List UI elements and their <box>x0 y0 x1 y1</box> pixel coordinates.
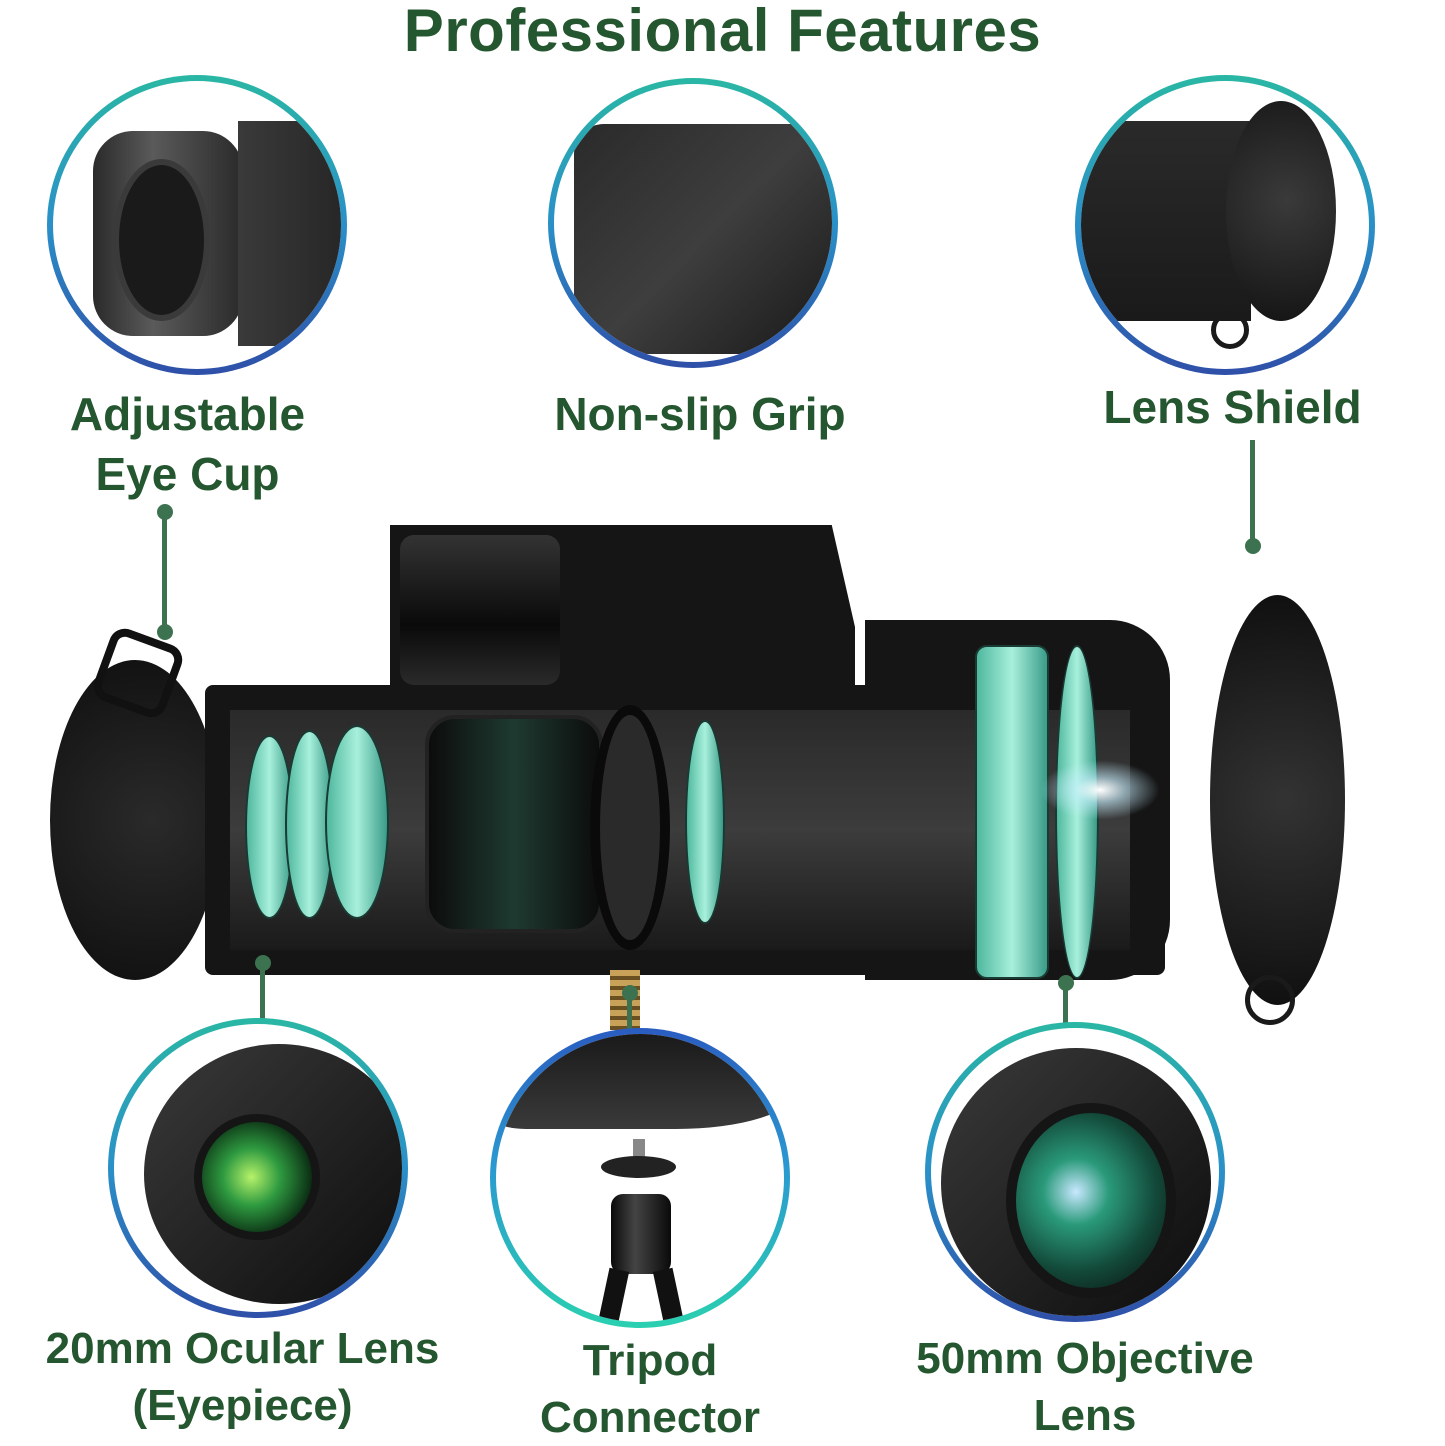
ocular-lens-3 <box>325 725 389 919</box>
grip-label: Non-slip Grip <box>554 388 846 440</box>
eyepiece-cap <box>50 660 220 980</box>
tripod-screw <box>633 1139 645 1159</box>
lens-shield-label: Lens Shield <box>1103 381 1362 433</box>
tripod-head <box>611 1194 671 1274</box>
ocular-lens <box>194 1114 320 1240</box>
objective-circle <box>925 1022 1225 1322</box>
tripod-circle <box>490 1028 790 1328</box>
ocular-pin-line <box>260 965 265 1025</box>
tripod-plate <box>601 1156 676 1178</box>
objective-cap <box>1210 595 1345 1005</box>
tripod-label: Tripod Connector <box>540 1336 760 1443</box>
lens-flare <box>1040 760 1160 820</box>
tripod-pin-line <box>627 995 632 1030</box>
tripod-scope-underside <box>496 1034 784 1129</box>
objective-pin-dot <box>1058 975 1074 991</box>
relay-ring <box>590 705 670 950</box>
objective-pin-line <box>1063 985 1068 1025</box>
lens-shield-tab <box>1211 311 1249 349</box>
middle-lens <box>685 720 725 924</box>
lens-shield-pin-line <box>1250 440 1255 550</box>
page-title: Professional Features <box>403 0 1042 64</box>
grip-circle <box>548 78 838 368</box>
eye-cup-circle <box>47 75 347 375</box>
tripod-pin-dot <box>622 985 638 1001</box>
ocular-lens-2 <box>285 730 334 919</box>
tripod-leg-left <box>592 1267 630 1322</box>
lens-shield-circle <box>1075 75 1375 375</box>
ocular-circle <box>108 1018 408 1318</box>
grip-image <box>574 124 832 354</box>
eye-cup-pin-dot-end <box>157 624 173 640</box>
tripod-leg-right <box>652 1267 690 1322</box>
focus-wheel <box>400 535 560 685</box>
ocular-label: 20mm Ocular Lens (Eyepiece) <box>45 1324 440 1431</box>
objective-lens-1 <box>975 645 1049 979</box>
objective-lens <box>1006 1103 1176 1298</box>
lens-shield-cap <box>1226 101 1336 321</box>
monocular-cutaway <box>45 520 1345 1030</box>
objective-cap-loop <box>1245 975 1295 1025</box>
prism-housing <box>425 715 603 933</box>
ocular-pin-dot <box>255 955 271 971</box>
eye-cup-pin-dot <box>157 504 173 520</box>
eye-cup-barrel <box>238 121 341 346</box>
lens-shield-barrel <box>1081 121 1251 321</box>
lens-shield-pin-dot <box>1245 538 1261 554</box>
objective-label: 50mm Objective Lens <box>916 1334 1254 1441</box>
eye-cup-pin-line <box>162 512 167 632</box>
tripod-mount-thread <box>610 970 640 1030</box>
eye-cup-opening <box>113 159 210 321</box>
eye-cup-label: Adjustable Eye Cup <box>69 388 306 500</box>
